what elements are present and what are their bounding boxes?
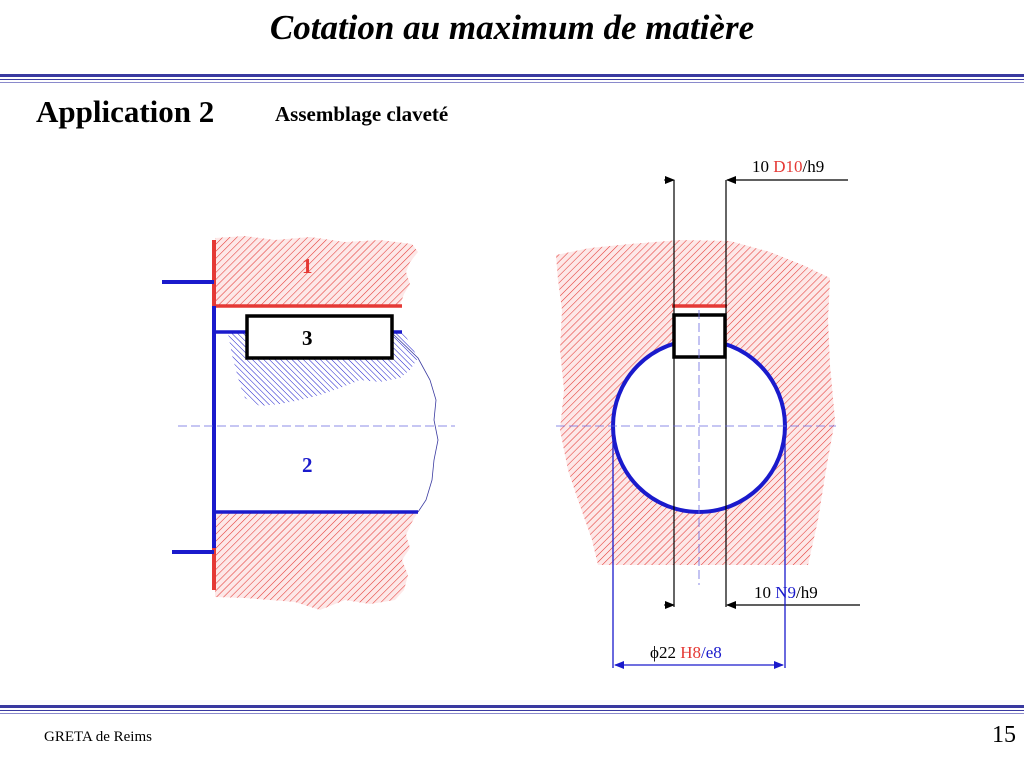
footer-rule-thin (0, 710, 1024, 711)
dim-top-sep: / (803, 157, 808, 176)
dim-diameter-text: ϕ22 H8/e8 (650, 643, 722, 662)
section-view: 1 3 2 (162, 236, 455, 610)
hub-upper-section (215, 236, 418, 305)
dim-diameter-nominal: 22 (659, 643, 676, 662)
footer-rule-thin-2 (0, 713, 1024, 714)
application-subtitle: Assemblage claveté (275, 102, 449, 126)
shaft-break-line (391, 332, 439, 513)
dim-diameter-sep: / (701, 643, 706, 662)
part-label-1: 1 (302, 254, 313, 278)
header-rule-thin (0, 79, 1024, 80)
cross-section-view: 10 D10/h9 10 N9/h9 ϕ22 H8/e8 (556, 157, 860, 669)
page-number: 15 (992, 722, 1016, 748)
dim-diameter-symbol: ϕ (650, 643, 659, 662)
footer-organization: GRETA de Reims (44, 729, 152, 745)
part-label-3: 3 (302, 326, 313, 350)
dim-diameter-fit-shaft: e8 (706, 643, 722, 662)
dim-bottom-fit-hole: N9 (775, 583, 796, 602)
key-cross-section (672, 313, 727, 359)
part-label-2: 2 (302, 453, 313, 477)
footer-rule (0, 705, 1024, 708)
dim-top-fit-shaft: h9 (807, 157, 824, 176)
header-rule (0, 74, 1024, 77)
dim-bottom-fit-shaft: h9 (801, 583, 818, 602)
key-rect (245, 314, 394, 360)
dim-bottom-sep: / (796, 583, 801, 602)
dim-diameter-fit-hole: H8 (680, 643, 701, 662)
header-rule-thin-2 (0, 82, 1024, 83)
shaft-keyway-section (228, 333, 418, 406)
dim-top-fit-hole: D10 (773, 157, 802, 176)
dim-top-nominal: 10 (752, 157, 769, 176)
dim-top-text: 10 D10/h9 (752, 157, 824, 176)
dim-bottom-text: 10 N9/h9 (754, 583, 818, 602)
application-title: Application 2 (36, 94, 215, 129)
slide-title: Cotation au maximum de matière (269, 8, 755, 47)
dim-bottom-nominal: 10 (754, 583, 771, 602)
hub-lower-section (215, 512, 418, 610)
